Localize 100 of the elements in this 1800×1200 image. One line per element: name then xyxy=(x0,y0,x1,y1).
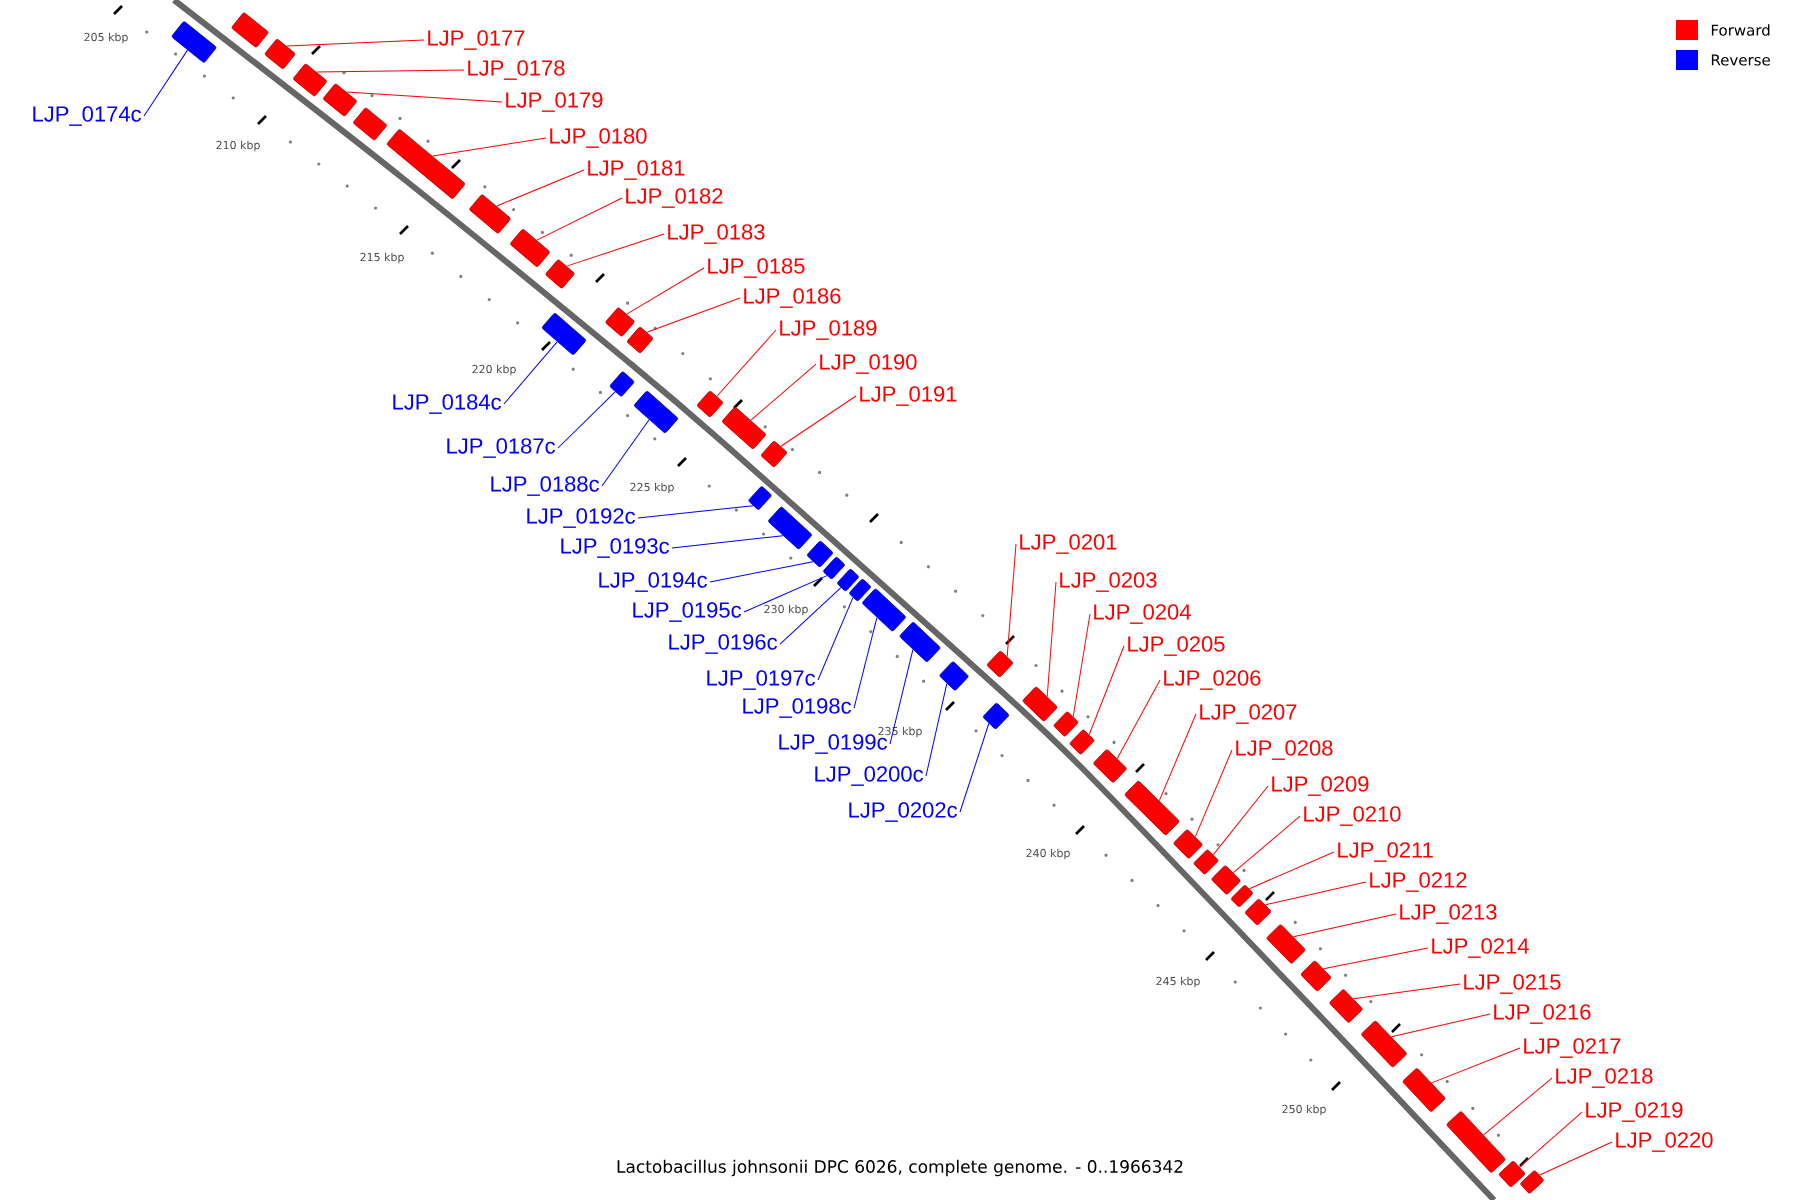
leader-line xyxy=(1072,613,1091,717)
gene-label: LJP_0205 xyxy=(1128,636,1225,656)
gene-label: LJP_0191 xyxy=(860,386,957,406)
leader-line xyxy=(1483,1077,1553,1136)
gene-block xyxy=(469,194,511,234)
gene-label: LJP_0220 xyxy=(1616,1132,1713,1152)
gene-block xyxy=(1173,829,1203,859)
gene-block xyxy=(634,391,678,433)
gene-label: LJP_0192c xyxy=(527,508,635,528)
leader-line xyxy=(1519,1111,1583,1168)
leader-line xyxy=(1264,881,1367,906)
gene-label: LJP_0194c xyxy=(599,572,707,592)
gene-label: LJP_0211 xyxy=(1338,842,1433,862)
gene-block xyxy=(1211,865,1241,895)
leader-line xyxy=(716,329,777,397)
gene-block xyxy=(264,39,296,69)
gene-label: LJP_0177 xyxy=(428,30,525,50)
gene-block xyxy=(542,313,586,355)
leader-line xyxy=(601,419,650,487)
gene-block xyxy=(545,259,575,289)
gene-label: LJP_0199c xyxy=(779,734,887,754)
leader-line xyxy=(853,617,878,709)
gene-block xyxy=(1124,780,1180,836)
gene-label: LJP_0179 xyxy=(506,92,603,112)
gene-block xyxy=(323,83,357,117)
gene-label: LJP_0202c xyxy=(849,802,957,822)
gene-label: LJP_0206 xyxy=(1164,670,1261,690)
gene-block xyxy=(849,579,871,601)
leader-line xyxy=(566,233,665,267)
leader-line xyxy=(925,683,948,777)
gene-label: LJP_0196c xyxy=(669,634,777,654)
leader-line xyxy=(143,49,188,117)
gene-label: LJP_0201 xyxy=(1020,534,1117,554)
leader-line xyxy=(780,395,857,447)
gene-label: LJP_0174c xyxy=(33,106,141,126)
gene-block xyxy=(1022,686,1058,722)
gene-label: LJP_0184c xyxy=(393,394,501,414)
leader-line xyxy=(496,169,585,207)
gene-label: LJP_0186 xyxy=(744,288,841,308)
leader-line xyxy=(743,575,828,613)
gene-block xyxy=(1231,885,1253,907)
leader-line xyxy=(1539,1141,1613,1176)
gene-block xyxy=(807,541,833,568)
gene-block xyxy=(1520,1170,1544,1194)
gene-block xyxy=(1329,989,1363,1023)
gene-label: LJP_0200c xyxy=(815,766,923,786)
gene-label: LJP_0209 xyxy=(1272,776,1369,796)
leader-line xyxy=(750,363,817,421)
leader-line xyxy=(1391,1013,1491,1038)
gene-label: LJP_0213 xyxy=(1400,904,1497,924)
gene-label: LJP_0212 xyxy=(1370,872,1467,892)
gene-block xyxy=(823,557,845,579)
gene-block xyxy=(1402,1068,1446,1112)
gene-label: LJP_0216 xyxy=(1494,1004,1591,1024)
leader-line xyxy=(432,137,547,157)
gene-label: LJP_0218 xyxy=(1556,1068,1653,1088)
gene-block xyxy=(171,21,217,63)
gene-label: LJP_0217 xyxy=(1524,1038,1621,1058)
leader-line xyxy=(817,597,854,681)
leader-line xyxy=(1194,749,1233,838)
gene-label: LJP_0219 xyxy=(1586,1102,1683,1122)
leader-line xyxy=(959,723,990,813)
gene-block xyxy=(1300,960,1332,992)
gene-label: LJP_0188c xyxy=(491,476,599,496)
gene-label: LJP_0187c xyxy=(447,438,555,458)
gene-block xyxy=(386,129,466,199)
gene-label: LJP_0195c xyxy=(633,602,741,622)
leader-line xyxy=(637,505,754,519)
gene-block xyxy=(1266,924,1306,964)
gene-block xyxy=(1245,899,1271,925)
leader-line xyxy=(1212,785,1269,856)
gene-label: LJP_0204 xyxy=(1094,604,1191,624)
gene-block xyxy=(1446,1111,1506,1173)
gene-block xyxy=(748,486,772,510)
gene-block xyxy=(697,391,723,418)
gene-block xyxy=(293,63,327,97)
leader-line xyxy=(1006,543,1017,657)
gene-block xyxy=(1069,729,1095,755)
caption: Lactobacillus johnsonii DPC 6026, complete genome. - 0..1966342 xyxy=(617,1159,1183,1177)
gene-block xyxy=(987,651,1013,678)
leader-line xyxy=(1158,713,1197,802)
gene-label: LJP_0189 xyxy=(780,320,877,340)
gene-label: LJP_0180 xyxy=(550,128,647,148)
gene-label: LJP_0185 xyxy=(708,258,805,278)
gene-block xyxy=(1093,749,1127,783)
gene-label: LJP_0182 xyxy=(626,188,723,208)
gene-block xyxy=(605,307,635,337)
gene-block xyxy=(862,588,906,632)
gene-label: LJP_0214 xyxy=(1432,938,1529,958)
leader-line xyxy=(1046,581,1057,697)
gene-block xyxy=(1193,849,1219,875)
gene-block xyxy=(983,703,1009,730)
leader-line xyxy=(286,39,425,47)
leader-line xyxy=(626,267,705,315)
leader-line xyxy=(316,69,465,73)
gene-label: LJP_0210 xyxy=(1304,806,1401,826)
gene-block xyxy=(353,107,387,141)
gene-label: LJP_0208 xyxy=(1236,740,1333,760)
leader-line xyxy=(1116,679,1161,760)
leader-line xyxy=(779,587,842,645)
